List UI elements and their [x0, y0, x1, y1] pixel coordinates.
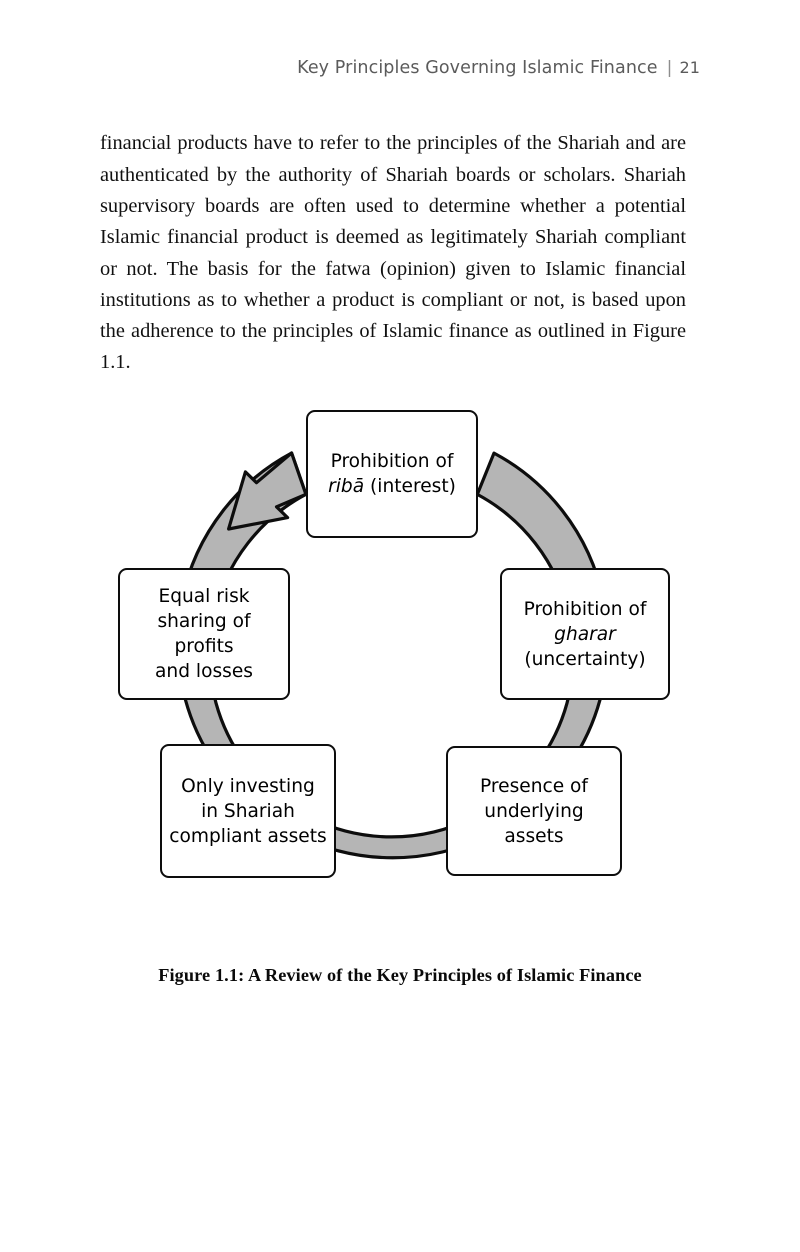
figure-1-1: Prohibition of ribā (interest) Prohibiti…: [0, 388, 800, 908]
node-equal-risk-sharing: Equal risk sharing of profits and losses: [118, 568, 290, 700]
node-riba-line-2-rest: (interest): [364, 476, 456, 497]
node-investing-line-1: Only investing: [181, 775, 315, 797]
node-equal-line-1: Equal risk: [158, 586, 250, 607]
node-riba-term: ribā: [328, 476, 365, 497]
node-presence-of-underlying-assets: Presence of underlying assets: [446, 746, 622, 876]
node-prohibition-of-gharar: Prohibition of gharar (uncertainty): [500, 568, 670, 700]
header-separator: |: [666, 58, 673, 78]
node-gharar-term: gharar: [554, 623, 616, 645]
node-assets-line-1: Presence of: [480, 775, 588, 797]
header-title: Key Principles Governing Islamic Finance: [297, 58, 658, 78]
node-equal-line-3: and losses: [155, 661, 253, 682]
node-gharar-line-3: (uncertainty): [524, 648, 646, 670]
node-only-investing-shariah-compliant-assets: Only investing in Shariah compliant asse…: [160, 744, 336, 878]
node-riba-line-1: Prohibition of: [330, 451, 454, 472]
body-paragraph: financial products have to refer to the …: [100, 132, 686, 374]
node-investing-line-2: in Shariah: [201, 800, 295, 822]
node-gharar-line-1: Prohibition of: [523, 598, 647, 620]
running-header: Key Principles Governing Islamic Finance…: [100, 58, 700, 88]
node-assets-line-3: assets: [504, 825, 564, 847]
page-number: 21: [679, 58, 700, 77]
node-assets-line-2: underlying: [484, 800, 584, 822]
node-equal-line-2: sharing of profits: [157, 611, 251, 657]
ring-arrowhead: [227, 451, 308, 531]
node-investing-line-3: compliant assets: [169, 825, 327, 847]
figure-caption: Figure 1.1: A Review of the Key Principl…: [158, 965, 642, 985]
node-prohibition-of-riba: Prohibition of ribā (interest): [306, 410, 478, 538]
